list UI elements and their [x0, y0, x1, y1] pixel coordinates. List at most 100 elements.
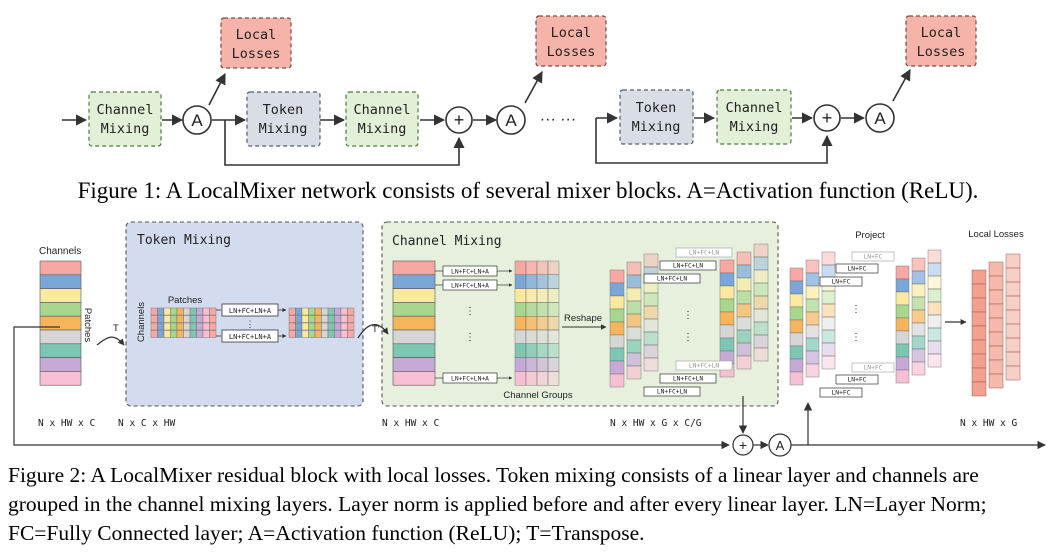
group-stack-cell [736, 264, 752, 279]
group-cell [525, 343, 538, 358]
dim-label: N x HW x G [960, 418, 1017, 429]
group-stack-cell [626, 326, 642, 341]
figure-2-caption: Figure 2: A LocalMixer residual block wi… [8, 463, 987, 545]
patch-cell [321, 307, 329, 316]
group-cell [514, 329, 527, 345]
channel-stripe [392, 315, 436, 331]
patch-cell [334, 315, 342, 323]
group-cell [525, 316, 538, 331]
group-stack-cell [753, 334, 769, 349]
group-stack-cell [609, 282, 625, 297]
project-stack-cell [789, 358, 804, 373]
group-stack-cell [753, 347, 769, 362]
group-stack-cell [736, 355, 752, 370]
token-mixing-title: Token Mixing [137, 233, 231, 248]
input-channel-stack [39, 260, 82, 386]
patch-cell [321, 330, 329, 338]
fc-label: LN+FC [848, 266, 867, 273]
patch-cell [170, 315, 178, 323]
channels-label: Channels [39, 246, 81, 257]
patch-cell [183, 322, 191, 331]
patch-cell [163, 322, 171, 331]
group-stack-cell [609, 321, 625, 336]
local-loss-cell [1005, 337, 1021, 353]
activation-label: A [505, 111, 517, 130]
patch-cell [163, 315, 171, 323]
channel-stripe [39, 329, 82, 345]
local-loss-cell [988, 373, 1004, 389]
patch-cell [163, 307, 171, 316]
fc-box [659, 260, 717, 271]
patch-cell [150, 315, 158, 323]
patch-cell [288, 322, 296, 331]
project-stack-cell [789, 319, 804, 334]
group-cell [525, 329, 538, 345]
group-stack-cell [626, 261, 642, 276]
sum-label: + [739, 437, 747, 453]
patch-cell [347, 330, 355, 338]
group-stack-cell [643, 318, 659, 333]
local-losses-label: Local [236, 27, 277, 43]
patch-cell [288, 307, 296, 316]
group-stack-cell [626, 287, 642, 302]
patch-cell [314, 330, 322, 338]
patch-cell [202, 330, 210, 338]
token-patches-label: Patches [168, 295, 203, 306]
patch-cell [150, 307, 158, 316]
patch-cell [301, 315, 309, 323]
patch-cell [327, 315, 335, 323]
patch-cell [301, 307, 309, 316]
group-stack-cell [719, 272, 735, 287]
project-stack-cell [789, 306, 804, 321]
local-loss-cell [988, 261, 1004, 277]
group-stack-cell [643, 305, 659, 320]
group-stack-cell [609, 360, 625, 375]
local-losses-label: Losses [547, 44, 596, 60]
channel-stripe [392, 288, 436, 303]
fc-box [675, 360, 733, 371]
project-stack-cell [821, 355, 836, 370]
patch-cell [183, 307, 191, 316]
patch-cell [202, 315, 210, 323]
patch-cell [334, 307, 342, 316]
token-mixing-box [246, 91, 321, 147]
local-loss-cell [971, 381, 987, 397]
group-stack-cell [753, 256, 769, 271]
project-stack-cell [895, 265, 910, 280]
patch-cell [189, 322, 197, 331]
group-cell [536, 357, 549, 372]
local-loss-cell [971, 325, 987, 341]
group-stack-cell [753, 295, 769, 310]
group-stack-cell [753, 308, 769, 323]
patch-cell [176, 330, 184, 338]
group-stack-cell [609, 334, 625, 349]
figure-1-caption: Figure 1: A LocalMixer network consists … [77, 178, 979, 203]
patch-cell [340, 307, 348, 316]
patch-cell [196, 307, 204, 316]
group-cell [547, 357, 560, 372]
patch-cell [209, 322, 217, 331]
local-loss-cell [971, 339, 987, 355]
group-cell [536, 343, 549, 358]
local-loss-cell [971, 311, 987, 327]
project-stack-cell [805, 285, 820, 300]
project-stack-cell [895, 304, 910, 319]
local-loss-cell [988, 359, 1004, 375]
channel-mixing-box [88, 91, 162, 147]
grouped-channel-stacks [609, 243, 769, 388]
patch-cell [170, 307, 178, 316]
project-stack-cell [911, 283, 926, 298]
channel-mixing-box [345, 91, 419, 147]
fc-box [643, 386, 701, 397]
channel-stripe [39, 343, 82, 358]
project-stack-cell [895, 356, 910, 371]
group-stack-cell [626, 339, 642, 354]
local-losses-box-3 [905, 15, 977, 67]
patch-cell [196, 315, 204, 323]
patch-cell [183, 330, 191, 338]
patch-cell [196, 322, 204, 331]
fc-box [851, 251, 895, 262]
patch-cell [176, 315, 184, 323]
local-loss-cell [988, 331, 1004, 347]
project-stack-cell [821, 251, 836, 266]
